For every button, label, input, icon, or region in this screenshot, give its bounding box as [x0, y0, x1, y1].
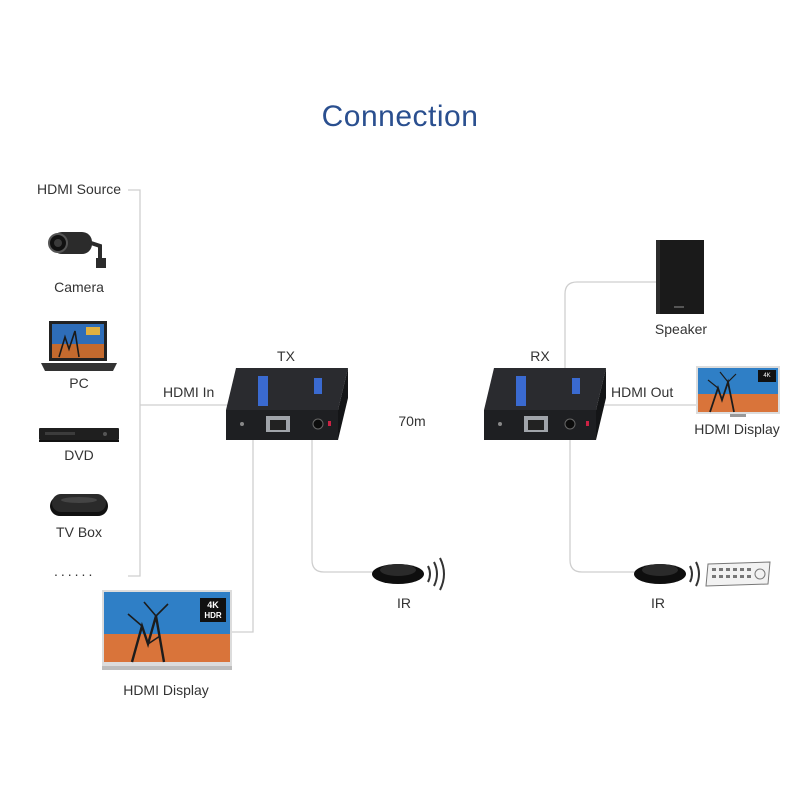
page-title: Connection [321, 100, 479, 133]
tx-label: TX [277, 348, 295, 364]
speaker-icon [656, 240, 704, 314]
tx-ir-receiver-icon [372, 557, 445, 591]
dvd-player-icon [39, 428, 119, 442]
tx-extender-unit [226, 368, 348, 440]
hdmi-out-label: HDMI Out [611, 384, 674, 400]
tx-hdmi-display-label: HDMI Display [123, 682, 209, 698]
tv-box-label: TV Box [56, 524, 102, 540]
tx-hdmi-display-icon: 4K HDR [102, 590, 232, 670]
remote-control-icon [705, 561, 771, 587]
hdmi-in-label: HDMI In [163, 384, 215, 400]
rx-ir-receiver-icon [634, 561, 700, 587]
camera-icon [48, 232, 106, 268]
hdmi-source-label: HDMI Source [37, 181, 122, 197]
more-sources-ellipsis: ...... [54, 563, 96, 579]
svg-text:HDR: HDR [204, 611, 222, 620]
rx-extender-unit [484, 368, 606, 440]
distance-label: 70m [398, 413, 426, 429]
rx-hdmi-display-icon: 4K [696, 366, 780, 417]
pc-label: PC [69, 375, 89, 391]
rx-hdmi-display-label: HDMI Display [694, 421, 780, 437]
camera-label: Camera [54, 279, 104, 295]
svg-text:4K: 4K [207, 600, 219, 610]
svg-text:4K: 4K [763, 373, 770, 379]
laptop-icon [41, 321, 117, 371]
speaker-label: Speaker [654, 321, 708, 337]
rx-label: RX [530, 348, 550, 364]
tx-ir-label: IR [397, 595, 411, 611]
tv-box-icon [50, 494, 108, 516]
dvd-label: DVD [64, 447, 94, 463]
rx-ir-label: IR [651, 595, 665, 611]
